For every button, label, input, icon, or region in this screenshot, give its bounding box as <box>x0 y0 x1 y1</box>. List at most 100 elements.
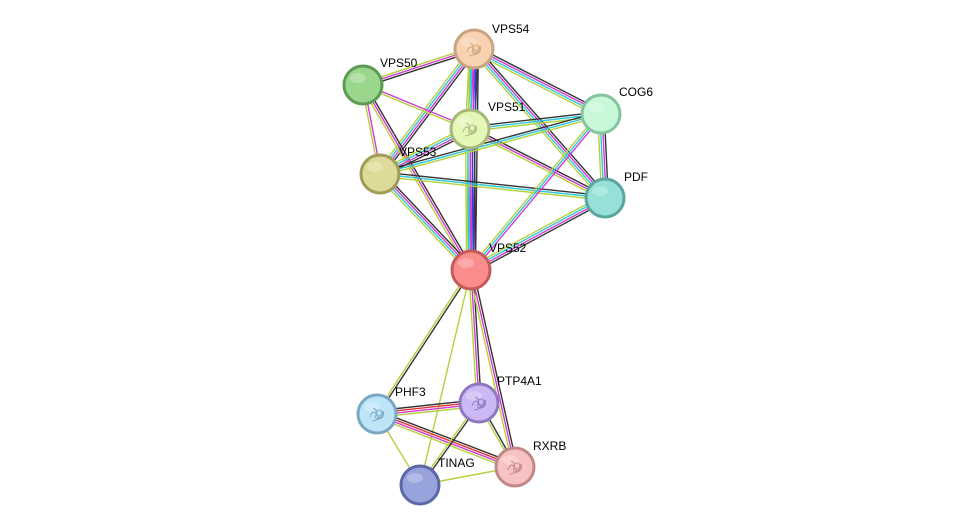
evidence-line-black <box>381 171 475 269</box>
evidence-line-cyan <box>378 174 471 272</box>
protein-structure-icon <box>466 42 482 57</box>
node-circle[interactable] <box>359 153 401 195</box>
evidence-line-black <box>471 200 608 274</box>
node-label: VPS51 <box>488 100 526 114</box>
evidence-line-black <box>472 269 482 404</box>
evidence-line-magenta <box>470 198 607 272</box>
evidence-line-yellowgreen <box>376 175 470 273</box>
node-label: PHF3 <box>395 385 426 399</box>
node-highlight <box>458 258 474 268</box>
evidence-line-yellowgreen <box>471 51 601 118</box>
evidence-line-blue <box>471 128 474 271</box>
protein-structure-icon <box>462 122 478 137</box>
edge-vps52-rxrb[interactable] <box>468 268 518 469</box>
evidence-line-cyan <box>470 113 602 271</box>
protein-structure-icon <box>507 460 523 475</box>
evidence-line-cyan <box>379 173 606 199</box>
evidence-line-black <box>474 48 480 271</box>
evidence-line-cyan <box>469 113 602 130</box>
edges-layer <box>360 45 609 487</box>
edge-phf3-rxrb[interactable] <box>375 410 517 471</box>
node-circle[interactable] <box>584 177 626 219</box>
evidence-line-yellowgreen <box>360 85 470 272</box>
evidence-line-yellowgreen <box>375 416 515 471</box>
node-pdf[interactable]: PDF <box>584 170 648 219</box>
node-vps52[interactable]: VPS52 <box>450 241 527 291</box>
node-rxrb[interactable]: RXRB <box>494 439 566 488</box>
evidence-line-black <box>473 128 477 271</box>
evidence-line-yellowgreen <box>468 269 478 404</box>
node-label: VPS50 <box>380 56 418 70</box>
node-circle[interactable] <box>580 93 622 135</box>
evidence-line-magenta <box>375 414 516 469</box>
node-cog6[interactable]: COG6 <box>580 85 653 135</box>
evidence-line-black <box>472 268 518 468</box>
evidence-line-black <box>377 410 517 465</box>
node-phf3[interactable]: PHF3 <box>356 385 426 435</box>
evidence-line-cyan <box>472 49 605 200</box>
node-label: PTP4A1 <box>497 374 542 388</box>
node-label: VPS54 <box>492 22 530 36</box>
evidence-line-magenta <box>380 172 473 270</box>
evidence-line-cyan <box>472 49 602 116</box>
edge-vps54-cog6[interactable] <box>471 45 604 118</box>
edge-vps53-cog6[interactable] <box>378 111 603 177</box>
node-vps53[interactable]: VPS53 <box>359 145 437 195</box>
evidence-line-black <box>378 111 602 173</box>
protein-structure-icon <box>369 407 385 422</box>
node-highlight <box>367 162 383 172</box>
node-tinag[interactable]: TINAG <box>399 456 475 506</box>
edge-vps52-ptp4a1[interactable] <box>468 269 482 404</box>
edge-vps51-cog6[interactable] <box>469 111 602 132</box>
node-vps51[interactable]: VPS51 <box>449 100 526 150</box>
edge-pdf-vps52[interactable] <box>468 194 608 274</box>
evidence-line-magenta <box>473 47 603 114</box>
node-circle[interactable] <box>399 464 441 506</box>
evidence-line-black <box>470 126 607 197</box>
node-label: RXRB <box>533 439 566 453</box>
evidence-line-yellowgreen <box>468 269 514 469</box>
evidence-line-cyan <box>469 196 606 270</box>
node-ptp4a1[interactable]: PTP4A1 <box>458 374 542 424</box>
node-label: VPS52 <box>489 241 527 255</box>
evidence-line-red <box>376 412 517 467</box>
node-label: COG6 <box>619 85 653 99</box>
node-highlight <box>592 186 608 196</box>
evidence-line-yellowgreen <box>468 130 605 201</box>
evidence-line-black <box>377 269 473 416</box>
evidence-line-cyan <box>378 47 474 175</box>
evidence-line-yellowgreen <box>375 268 471 415</box>
evidence-line-yellowgreen <box>379 175 606 201</box>
evidence-line-magenta <box>470 269 480 404</box>
node-vps54[interactable]: VPS54 <box>453 22 530 70</box>
evidence-line-black <box>379 171 606 197</box>
node-label: PDF <box>624 170 648 184</box>
evidence-line-yellowgreen <box>468 111 601 270</box>
edge-vps53-pdf[interactable] <box>379 171 606 201</box>
node-label: VPS53 <box>399 145 437 159</box>
evidence-line-yellowgreen <box>419 269 472 486</box>
evidence-line-magenta <box>470 269 516 468</box>
evidence-line-black <box>469 111 602 128</box>
node-label: TINAG <box>438 456 475 470</box>
evidence-line-yellowgreen <box>469 115 602 132</box>
protein-structure-icon <box>471 396 487 411</box>
edge-vps53-vps52[interactable] <box>376 171 475 273</box>
node-vps50[interactable]: VPS50 <box>342 56 418 106</box>
node-highlight <box>588 102 604 112</box>
evidence-line-yellowgreen <box>468 194 605 268</box>
evidence-line-yellowgreen <box>470 50 604 201</box>
edge-vps52-tinag[interactable] <box>419 269 472 486</box>
node-highlight <box>407 473 423 483</box>
evidence-line-black <box>474 45 604 112</box>
evidence-line-cyan <box>379 113 602 175</box>
evidence-line-yellowgreen <box>379 115 603 177</box>
evidence-line-magenta <box>471 114 604 273</box>
edge-cog6-vps52[interactable] <box>468 111 604 273</box>
node-circle[interactable] <box>342 64 384 106</box>
node-highlight <box>350 73 366 83</box>
edge-vps52-phf3[interactable] <box>375 268 473 416</box>
node-circle[interactable] <box>450 249 492 291</box>
